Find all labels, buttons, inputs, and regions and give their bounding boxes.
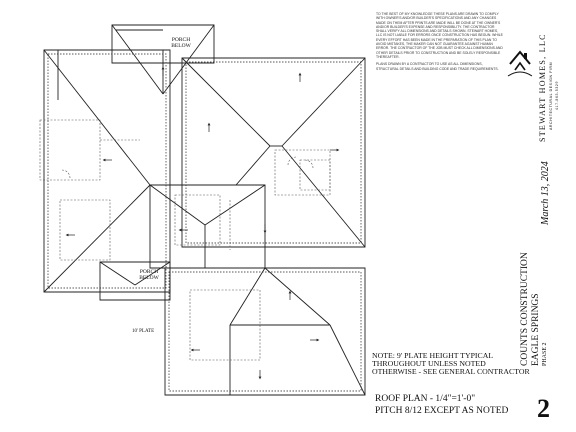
porch-below-label-bottom: PORCH BELOW <box>139 269 159 281</box>
plate-height-note: NOTE: 9' PLATE HEIGHT TYPICAL THROUGHOUT… <box>372 351 530 377</box>
project-subdivision: EAGLE SPRINGS <box>531 293 541 366</box>
porch-gable-top <box>111 24 215 95</box>
disclaimer-paragraph: Plans drawn by a contractor to use as al… <box>376 62 499 71</box>
project-name: COUNTS CONSTRUCTION <box>520 252 530 366</box>
house-logo-icon <box>507 50 533 77</box>
hidden-walls <box>39 119 331 361</box>
porch-below-label-top: PORCH BELOW <box>171 37 191 49</box>
disclaimer-text: To the best of my knowledge these plans … <box>376 12 504 74</box>
disclaimer-paragraph: To the best of my knowledge these plans … <box>376 12 503 59</box>
bottom-hip-roof <box>164 267 366 396</box>
slope-arrows <box>65 66 340 380</box>
roof-pitch-note: PITCH 8/12 EXCEPT AS NOTED <box>375 406 509 416</box>
company-subtitle: ARCHITECTURAL DESIGN FIRM <box>549 61 553 130</box>
roof-plan-title: ROOF PLAN - 1/4"=1'-0" <box>375 394 476 404</box>
drawing-date: March 13, 2024 <box>540 161 551 225</box>
plate-height-label: 10' PLATE <box>132 329 155 334</box>
middle-connector-roof <box>149 184 266 269</box>
left-wing-roof <box>43 49 171 293</box>
sheet-number: 2 <box>537 394 550 423</box>
company-phone: 417-863-5329 <box>555 81 559 110</box>
project-phase: PHASE 2 <box>542 342 548 366</box>
right-hip-roof <box>181 57 366 248</box>
porch-gable-bottom <box>99 261 171 301</box>
company-name: STEWART HOMES, LLC <box>538 33 547 142</box>
